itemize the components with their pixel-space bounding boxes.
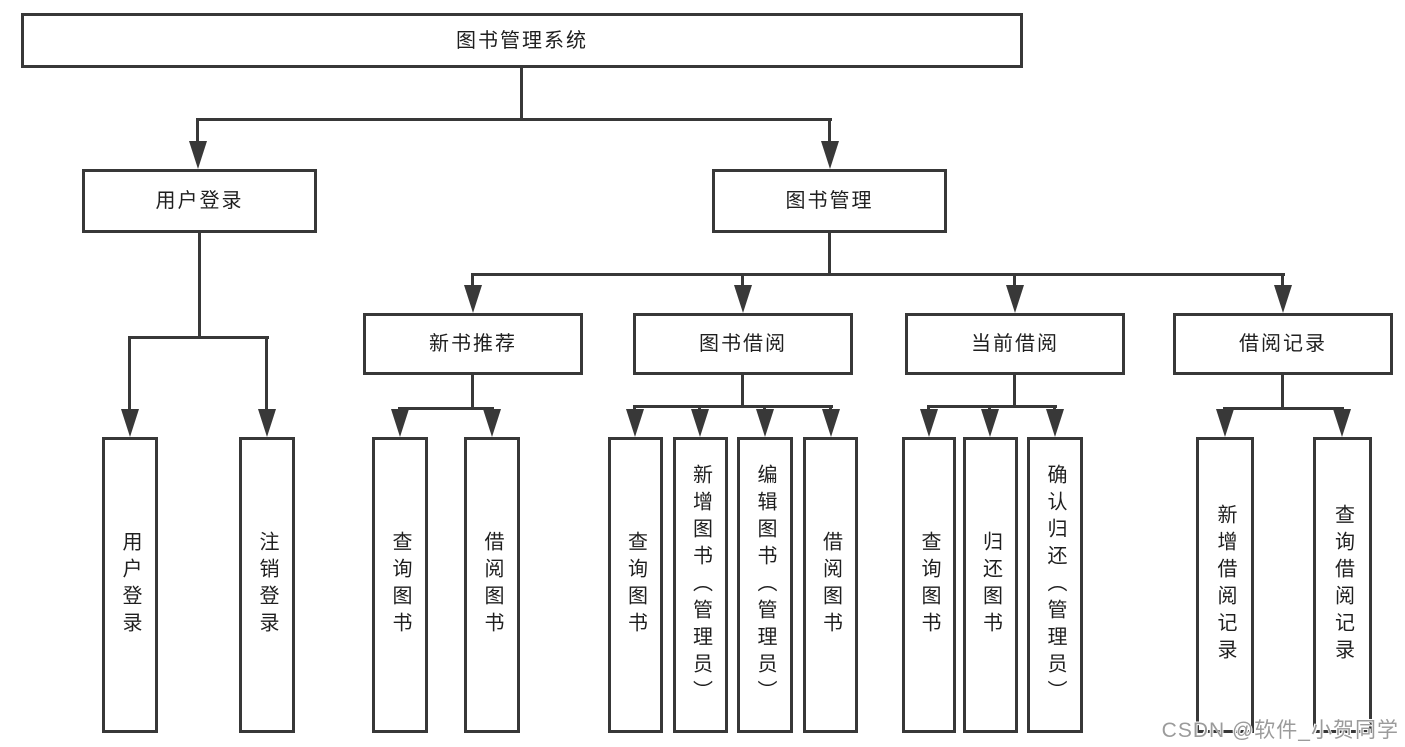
v-line [763,405,766,412]
arrowhead-down-icon [981,409,999,437]
v-line [1013,273,1016,287]
csdn-watermark: CSDN @软件_小贺同学 [1161,719,1399,742]
v-line [698,405,701,412]
leaf-return-book: 归还图书 [963,437,1018,733]
node-user-login: 用户登录 [82,169,317,233]
v-line [829,405,832,412]
arrowhead-down-icon [1333,409,1351,437]
leaf-borrow-books: 借阅图书 [803,437,858,733]
v-line [1340,407,1343,412]
leaf-query-books-borrowing: 查询图书 [608,437,663,733]
h-line [1223,407,1344,410]
arrowhead-down-icon [756,409,774,437]
v-line [1281,273,1284,287]
v-line [265,336,268,411]
v-line [741,375,744,408]
leaf-edit-book-admin: 编辑图书（管理员） [737,437,793,733]
node-library-management-system: 图书管理系统 [21,13,1023,68]
arrowhead-down-icon [1006,285,1024,313]
arrowhead-down-icon [391,409,409,437]
v-line [471,273,474,287]
arrowhead-down-icon [258,409,276,437]
arrowhead-down-icon [626,409,644,437]
v-line [828,233,831,276]
arrowhead-down-icon [121,409,139,437]
leaf-query-borrow-record: 查询借阅记录 [1313,437,1372,733]
arrowhead-down-icon [464,285,482,313]
node-current-borrowing: 当前借阅 [905,313,1125,375]
h-line [128,336,269,339]
v-line [398,407,401,412]
arrowhead-down-icon [920,409,938,437]
arrowhead-down-icon [821,141,839,169]
h-line [471,273,1285,276]
v-line [927,405,930,412]
node-borrowing-records: 借阅记录 [1173,313,1393,375]
leaf-user-login: 用户登录 [102,437,158,733]
v-line [520,68,523,120]
leaf-query-books-current: 查询图书 [902,437,956,733]
arrowhead-down-icon [189,141,207,169]
leaf-borrow-books-recommend: 借阅图书 [464,437,520,733]
leaf-logout: 注销登录 [239,437,295,733]
h-line [196,118,832,121]
v-line [633,405,636,412]
v-line [490,407,493,412]
v-line [128,336,131,411]
h-line [927,405,1057,408]
arrowhead-down-icon [734,285,752,313]
h-line [633,405,833,408]
v-line [1013,375,1016,408]
node-new-book-recommend: 新书推荐 [363,313,583,375]
v-line [1223,407,1226,412]
leaf-add-borrow-record: 新增借阅记录 [1196,437,1254,733]
arrowhead-down-icon [1216,409,1234,437]
node-book-management: 图书管理 [712,169,947,233]
v-line [198,233,201,339]
arrowhead-down-icon [822,409,840,437]
v-line [828,118,831,144]
v-line [196,118,199,144]
v-line [1053,405,1056,412]
v-line [988,405,991,412]
v-line [1281,375,1284,410]
h-line [398,407,494,410]
leaf-confirm-return-admin: 确认归还（管理员） [1027,437,1083,733]
arrowhead-down-icon [1046,409,1064,437]
leaf-query-books-recommend: 查询图书 [372,437,428,733]
node-book-borrowing: 图书借阅 [633,313,853,375]
arrowhead-down-icon [1274,285,1292,313]
v-line [471,375,474,410]
arrowhead-down-icon [691,409,709,437]
arrowhead-down-icon [483,409,501,437]
v-line [741,273,744,287]
leaf-add-book-admin: 新增图书（管理员） [673,437,728,733]
